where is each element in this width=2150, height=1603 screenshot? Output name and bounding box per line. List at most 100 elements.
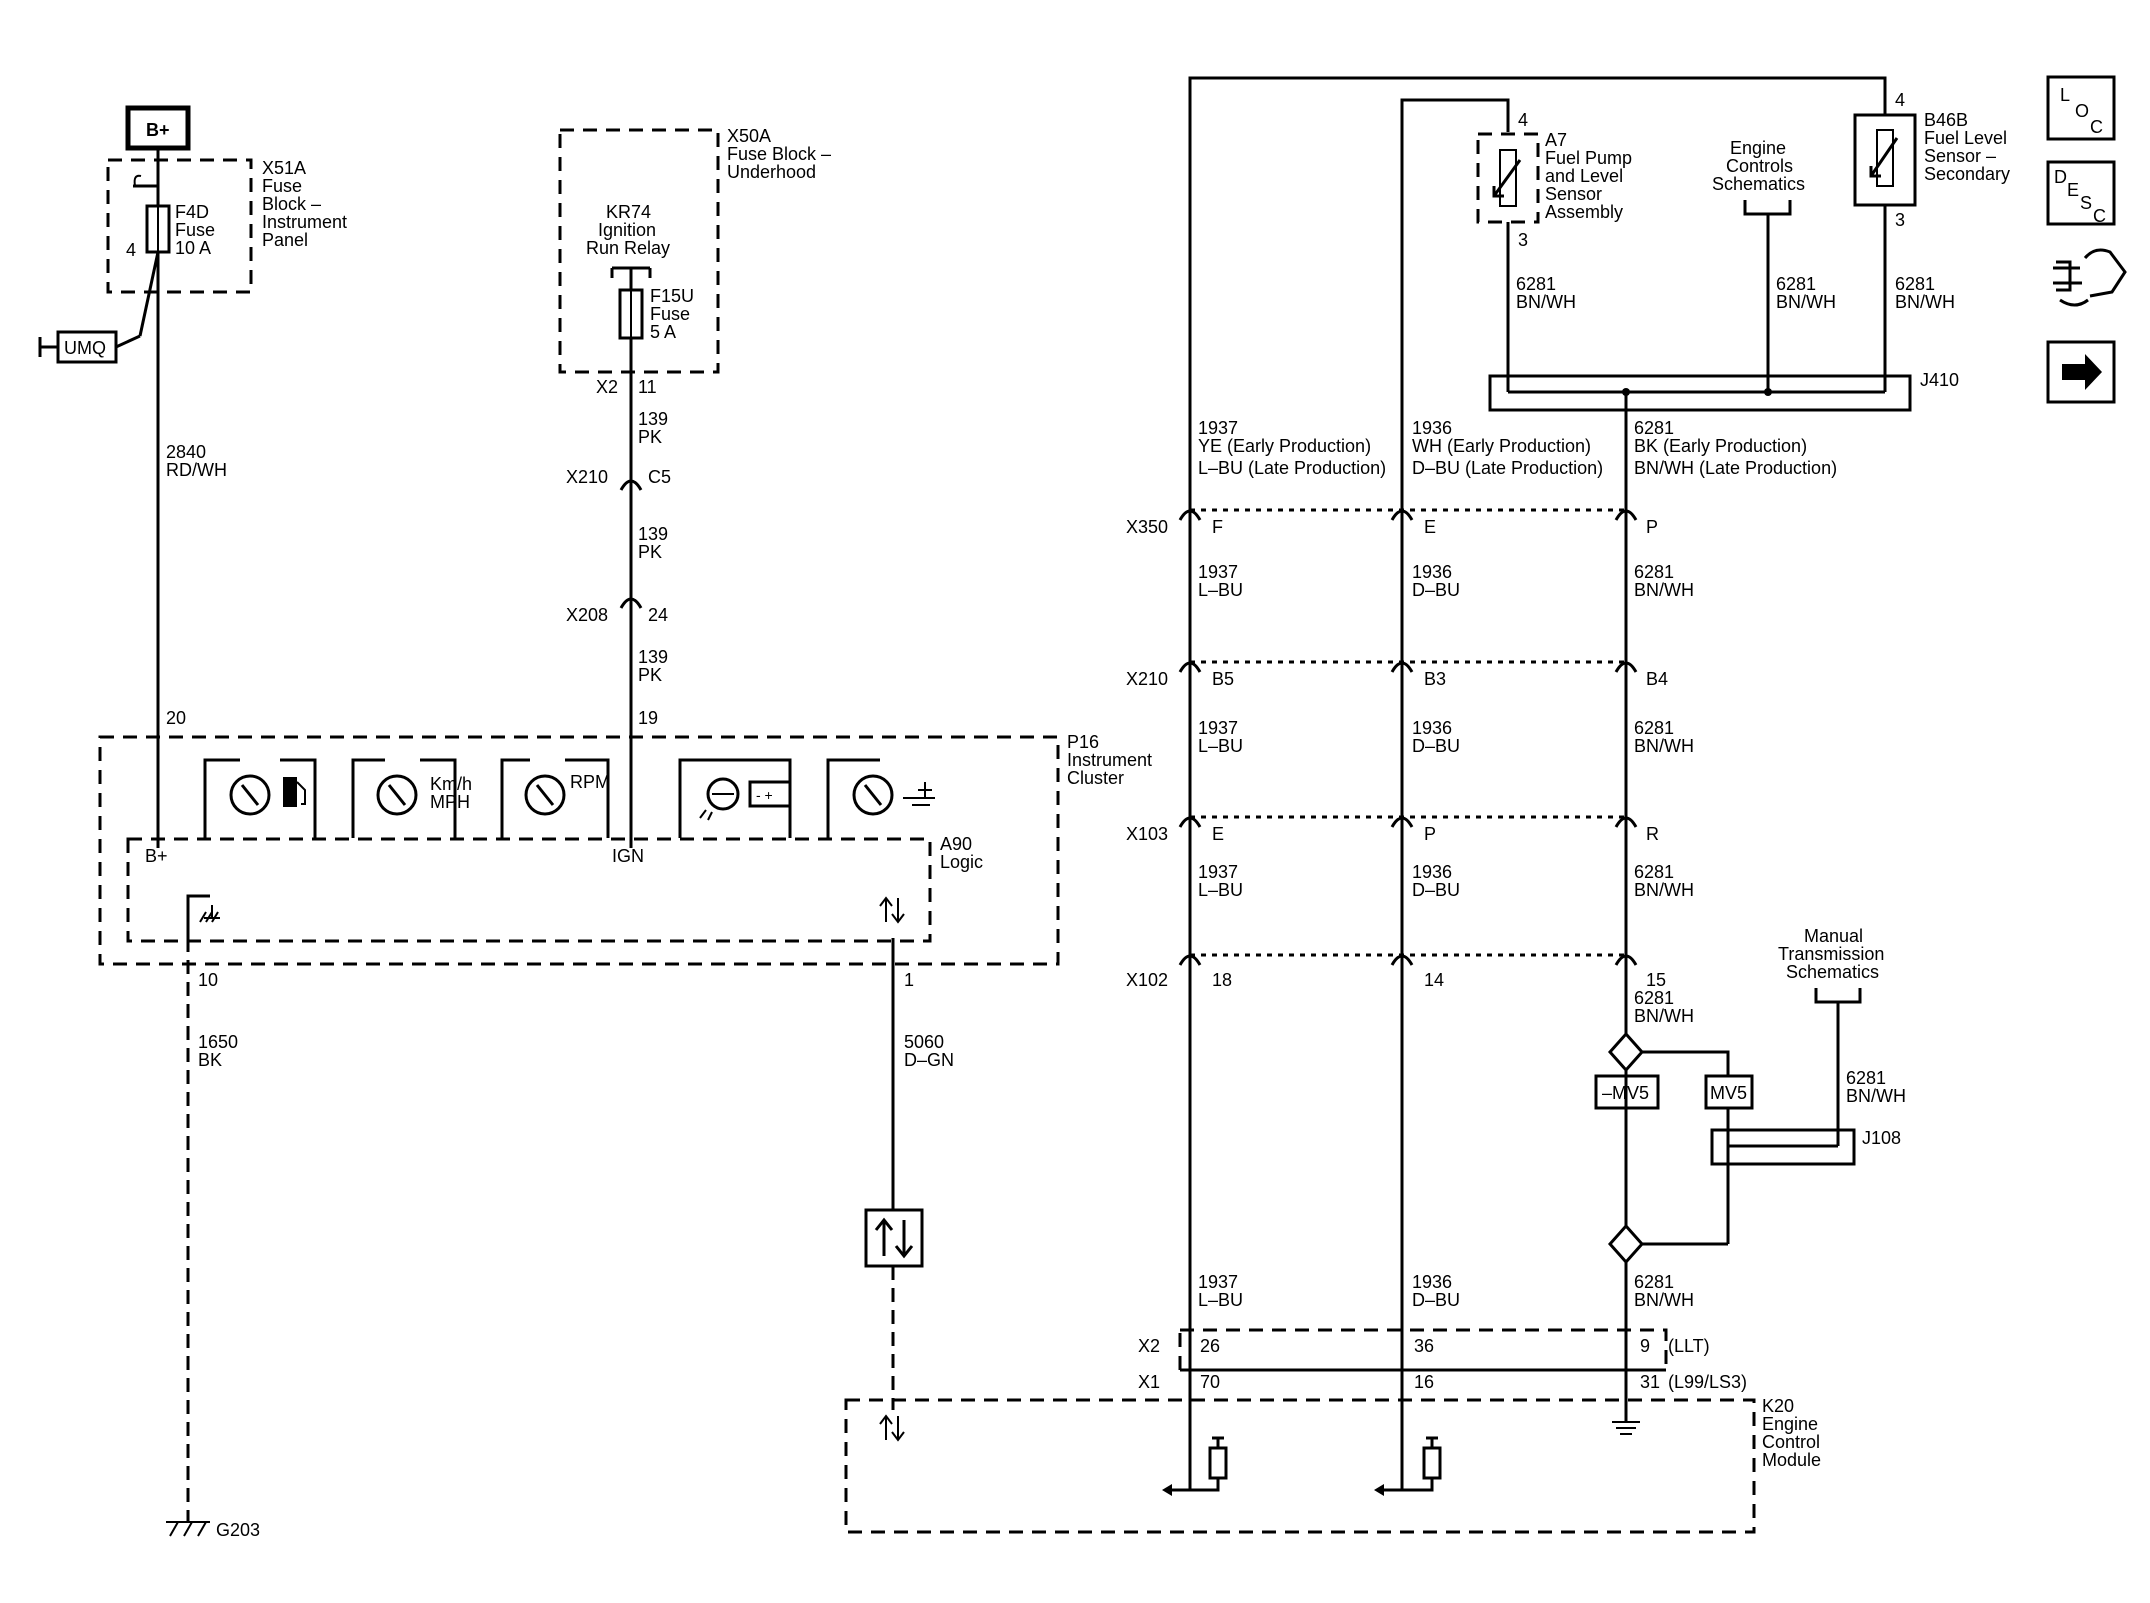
svg-text:Assembly: Assembly bbox=[1545, 202, 1623, 222]
svg-text:–MV5: –MV5 bbox=[1602, 1083, 1649, 1103]
svg-text:X210: X210 bbox=[1126, 669, 1168, 689]
svg-text:BN/WH: BN/WH bbox=[1634, 580, 1694, 600]
svg-text:BN/WH: BN/WH bbox=[1634, 1006, 1694, 1026]
svg-text:Engine: Engine bbox=[1730, 138, 1786, 158]
loc-letter: C bbox=[2090, 117, 2103, 137]
svg-text:RPM: RPM bbox=[570, 772, 610, 792]
svg-text:24: 24 bbox=[648, 605, 668, 625]
x103-connector: X103 E P R bbox=[1126, 815, 1659, 844]
serial-data-splice-icon bbox=[864, 1208, 924, 1268]
svg-text:5 A: 5 A bbox=[650, 322, 676, 342]
svg-text:X2: X2 bbox=[596, 377, 618, 397]
svg-text:1650: 1650 bbox=[198, 1032, 238, 1052]
svg-text:WH (Early Production): WH (Early Production) bbox=[1412, 436, 1591, 456]
desc-icon[interactable]: D E S C bbox=[2046, 160, 2116, 226]
svg-text:BN/WH: BN/WH bbox=[1634, 880, 1694, 900]
p16-label: P16 Instrument Cluster bbox=[1067, 732, 1152, 788]
svg-text:(LLT): (LLT) bbox=[1668, 1336, 1710, 1356]
svg-text:PK: PK bbox=[638, 542, 662, 562]
svg-text:F: F bbox=[1212, 517, 1223, 537]
svg-text:Instrument: Instrument bbox=[1067, 750, 1152, 770]
svg-text:Fuel Pump: Fuel Pump bbox=[1545, 148, 1632, 168]
kr74-label: KR74 Ignition Run Relay bbox=[586, 202, 670, 258]
svg-text:1937: 1937 bbox=[1198, 418, 1238, 438]
engine-controls-ref: Engine Controls Schematics bbox=[1712, 138, 1805, 216]
svg-text:1936: 1936 bbox=[1412, 1272, 1452, 1292]
col2-top-label: 1936 WH (Early Production) D–BU (Late Pr… bbox=[1412, 418, 1603, 478]
svg-text:P: P bbox=[1646, 517, 1658, 537]
svg-text:6281: 6281 bbox=[1634, 718, 1674, 738]
wire-139-label-a: 139 PK bbox=[638, 409, 668, 447]
svg-text:B46B: B46B bbox=[1924, 110, 1968, 130]
x210-connector-symbol bbox=[619, 479, 643, 491]
svg-text:BN/WH: BN/WH bbox=[1895, 292, 1955, 312]
svg-text:RD/WH: RD/WH bbox=[166, 460, 227, 480]
svg-text:139: 139 bbox=[638, 409, 668, 429]
next-page-arrow-icon[interactable] bbox=[2046, 340, 2116, 404]
svg-text:X350: X350 bbox=[1126, 517, 1168, 537]
wire-1650-label: 1650 BK bbox=[198, 1032, 238, 1070]
svg-text:PK: PK bbox=[638, 427, 662, 447]
svg-text:6281: 6281 bbox=[1634, 418, 1674, 438]
battery-indicator-icon: - + bbox=[678, 758, 792, 838]
svg-text:Block –: Block – bbox=[262, 194, 321, 214]
col1-top-label: 1937 YE (Early Production) L–BU (Late Pr… bbox=[1198, 418, 1386, 478]
svg-text:A90: A90 bbox=[940, 834, 972, 854]
svg-text:31: 31 bbox=[1640, 1372, 1660, 1392]
svg-text:P16: P16 bbox=[1067, 732, 1099, 752]
svg-text:4: 4 bbox=[1895, 90, 1905, 110]
svg-text:Sensor –: Sensor – bbox=[1924, 146, 1996, 166]
svg-text:10: 10 bbox=[198, 970, 218, 990]
svg-text:Schematics: Schematics bbox=[1712, 174, 1805, 194]
svg-text:R: R bbox=[1646, 824, 1659, 844]
svg-text:BN/WH: BN/WH bbox=[1634, 1290, 1694, 1310]
a90-label: A90 Logic bbox=[940, 834, 983, 872]
desc-letter: S bbox=[2080, 193, 2092, 213]
svg-text:Secondary: Secondary bbox=[1924, 164, 2010, 184]
svg-text:BK: BK bbox=[198, 1050, 222, 1070]
svg-text:(L99/LS3): (L99/LS3) bbox=[1668, 1372, 1747, 1392]
wire-5060-label: 5060 D–GN bbox=[904, 1032, 954, 1070]
svg-text:Underhood: Underhood bbox=[727, 162, 816, 182]
wire-2840-label: 2840 RD/WH bbox=[166, 442, 227, 480]
connector-tool-icon[interactable] bbox=[2053, 248, 2127, 307]
relay-contact bbox=[610, 266, 652, 290]
svg-text:11: 11 bbox=[638, 377, 657, 397]
svg-text:B4: B4 bbox=[1646, 669, 1668, 689]
svg-text:BK (Early Production): BK (Early Production) bbox=[1634, 436, 1807, 456]
svg-text:D–BU: D–BU bbox=[1412, 736, 1460, 756]
svg-text:L–BU: L–BU bbox=[1198, 880, 1243, 900]
svg-text:P: P bbox=[1424, 824, 1436, 844]
svg-text:Engine: Engine bbox=[1762, 1414, 1818, 1434]
svg-text:X210: X210 bbox=[566, 467, 608, 487]
svg-text:BN/WH: BN/WH bbox=[1634, 736, 1694, 756]
svg-text:D–BU: D–BU bbox=[1412, 1290, 1460, 1310]
svg-text:- +: - + bbox=[756, 787, 773, 803]
ecm-serial-data-icon bbox=[879, 1414, 905, 1442]
loc-icon[interactable]: L O C bbox=[2046, 75, 2116, 141]
x208-connector-symbol bbox=[619, 597, 643, 609]
svg-text:1936: 1936 bbox=[1412, 718, 1452, 738]
ground-icon bbox=[199, 905, 220, 923]
svg-text:X2: X2 bbox=[1138, 1336, 1160, 1356]
x50a-label: X50A Fuse Block – Underhood bbox=[727, 126, 831, 182]
svg-text:Km/h: Km/h bbox=[430, 774, 472, 794]
svg-text:Run Relay: Run Relay bbox=[586, 238, 670, 258]
svg-text:Panel: Panel bbox=[262, 230, 308, 250]
svg-text:Cluster: Cluster bbox=[1067, 768, 1124, 788]
svg-text:6281: 6281 bbox=[1634, 562, 1674, 582]
svg-text:6281: 6281 bbox=[1634, 1272, 1674, 1292]
svg-text:BN/WH (Late Production): BN/WH (Late Production) bbox=[1634, 458, 1837, 478]
svg-text:14: 14 bbox=[1424, 970, 1444, 990]
svg-text:1936: 1936 bbox=[1412, 862, 1452, 882]
w6281-man-label: 6281 BN/WH bbox=[1846, 1068, 1906, 1106]
svg-text:J410: J410 bbox=[1920, 370, 1959, 390]
svg-text:F4D: F4D bbox=[175, 202, 209, 222]
svg-text:L–BU: L–BU bbox=[1198, 736, 1243, 756]
svg-text:6281: 6281 bbox=[1634, 988, 1674, 1008]
x50a-fuse-block-box bbox=[558, 128, 720, 374]
svg-text:D–BU: D–BU bbox=[1412, 880, 1460, 900]
